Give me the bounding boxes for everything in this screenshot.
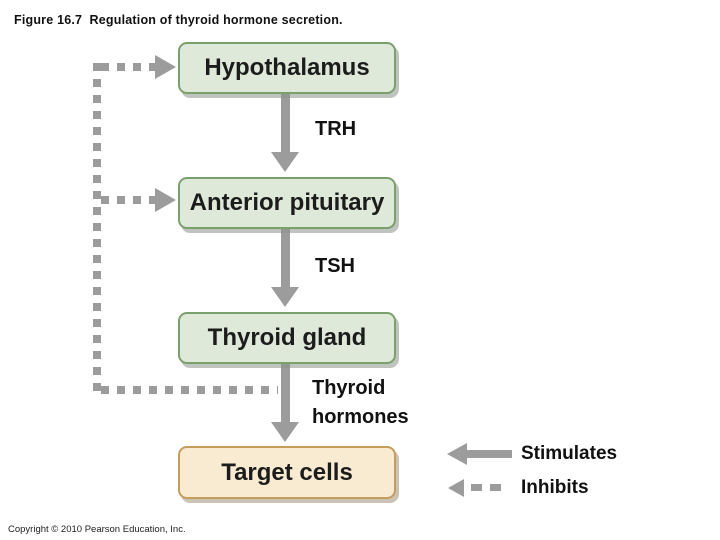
thyroid-hormones-arrowhead-icon <box>271 422 299 442</box>
inhibit-arrowhead-anterior-pituitary-icon <box>155 188 176 212</box>
legend-stimulates-arrow-icon <box>447 443 467 465</box>
tsh-arrowhead-icon <box>271 287 299 307</box>
label-thyroid-hormones: Thyroid hormones <box>312 377 409 428</box>
label-trh: TRH <box>315 118 357 140</box>
node-thyroid-gland: Thyroid gland <box>178 312 396 364</box>
feedback-dashed-line-to-hypothalamus <box>101 63 155 71</box>
node-target-cells: Target cells <box>178 446 396 499</box>
legend-stimulates-label: Stimulates <box>521 443 618 464</box>
tsh-arrow-shaft <box>281 229 290 287</box>
trh-arrowhead-icon <box>271 152 299 172</box>
thyroid-hormones-arrow-shaft <box>281 364 290 422</box>
node-anterior-pituitary: Anterior pituitary <box>178 177 396 229</box>
legend-stimulates-arrow-shaft <box>465 450 512 458</box>
label-tsh: TSH <box>315 255 355 277</box>
feedback-dashed-line-vertical <box>93 63 101 394</box>
feedback-dashed-line-to-anterior-pituitary <box>101 196 155 204</box>
figure-title: Figure 16.7 Regulation of thyroid hormon… <box>14 13 343 27</box>
copyright-notice: Copyright © 2010 Pearson Education, Inc. <box>8 524 186 535</box>
legend-inhibits-label: Inhibits <box>521 477 589 498</box>
node-hypothalamus: Hypothalamus <box>178 42 396 94</box>
trh-arrow-shaft <box>281 94 290 152</box>
feedback-dashed-line-from-thyroid-hormones <box>101 386 278 394</box>
legend-inhibits-dashes-icon <box>471 484 509 491</box>
legend-inhibits-arrow-icon <box>448 479 464 497</box>
inhibit-arrowhead-hypothalamus-icon <box>155 55 176 79</box>
